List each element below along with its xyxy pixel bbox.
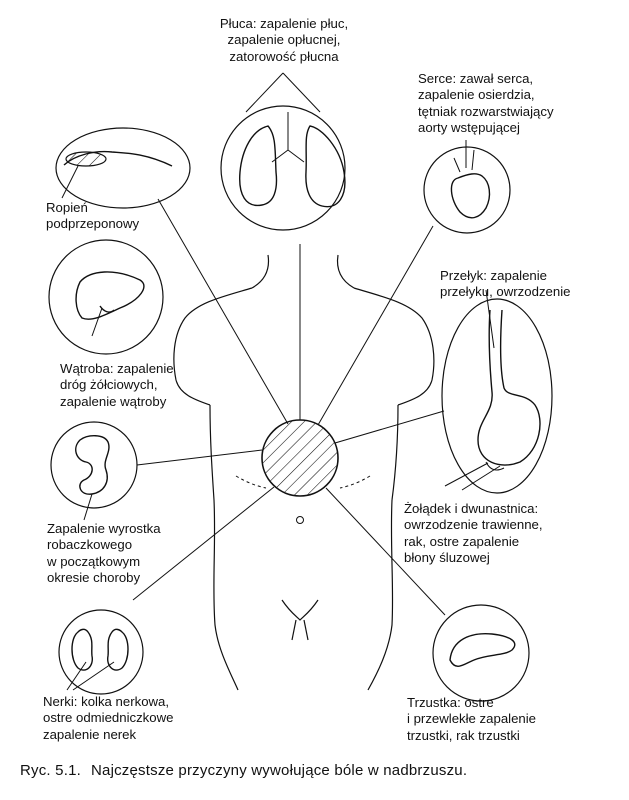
figure-caption: Ryc. 5.1. Najczęstsze przyczyny wywołując… xyxy=(20,762,467,779)
appendix-illustration xyxy=(50,421,138,521)
esophagus-stomach-illustration xyxy=(441,289,553,494)
epigastric-pain-area xyxy=(261,419,339,497)
label-lungs: Płuca: zapalenie płuc, zapalenie opłucne… xyxy=(219,16,349,64)
label-heart: Serce: zawał serca, zapalenie osierdzia,… xyxy=(418,71,554,136)
label-appendicitis: Zapalenie wyrostka robaczkowego w począt… xyxy=(47,521,161,586)
liver-illustration xyxy=(48,239,164,355)
label-kidneys: Nerki: kolka nerkowa, ostre odmiedniczko… xyxy=(43,694,174,742)
kidneys-illustration xyxy=(58,609,144,695)
lungs-illustration xyxy=(220,72,346,231)
heart-illustration xyxy=(423,140,511,234)
label-liver: Wątroba: zapalenie dróg żółciowych, zapa… xyxy=(60,361,174,409)
caption-number: Ryc. 5.1. xyxy=(20,762,81,779)
label-esophagus: Przełyk: zapalenie przełyku, owrzodzenie xyxy=(440,268,571,300)
label-subphrenic-abscess: Ropień podprzeponowy xyxy=(46,200,140,232)
connector-lines xyxy=(132,198,446,616)
subphrenic-illustration xyxy=(55,127,191,209)
label-pancreas: Trzustka: ostre i przewlekłe zapalenie t… xyxy=(407,695,537,743)
pancreas-illustration xyxy=(432,604,530,702)
caption-text: Najczęstsze przyczyny wywołujące bóle w … xyxy=(91,762,468,779)
label-stomach-duodenum: Żołądek i dwunastnica: owrzodzenie trawi… xyxy=(404,501,543,566)
